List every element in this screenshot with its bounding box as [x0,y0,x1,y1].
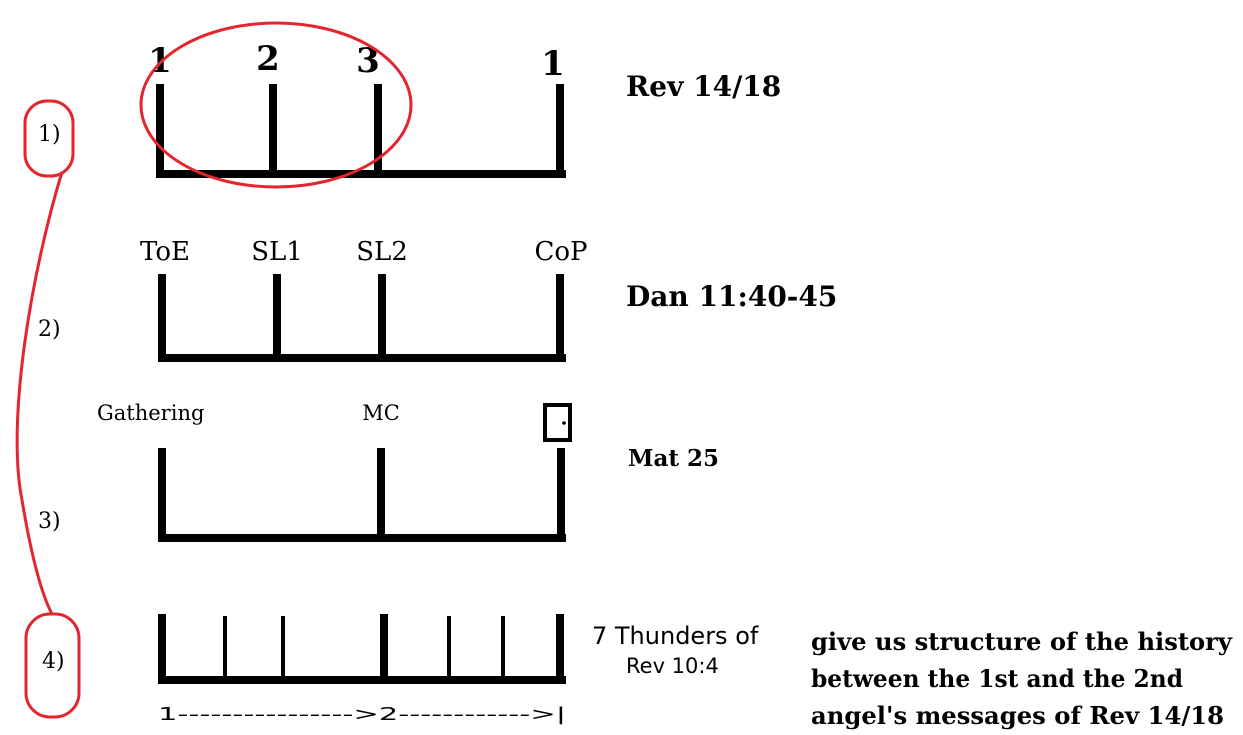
highlight-connector [15,171,64,615]
timeline-2-reference: Dan 11:40-45 [626,280,837,313]
timeline-2 [158,274,566,362]
timeline-3 [158,448,566,542]
timeline-1-number: 1) [38,122,61,147]
note-line-3: angel's messages of Rev 14/18 [811,701,1224,730]
timeline-4-axis-text: 1---------------->2------------>| [158,704,566,725]
timeline-2-label-sl1: SL1 [251,237,303,267]
timeline-3-label-mc: MC [362,401,400,425]
timeline-2-label-toe: ToE [140,237,190,267]
highlight-ellipse [139,21,413,189]
timeline-3-reference: Mat 25 [628,445,719,472]
timeline-2-label-sl2: SL2 [356,237,408,267]
door-icon [543,403,572,442]
timeline-4 [158,614,566,684]
timeline-4-reference-line-2: Rev 10:4 [626,654,719,678]
note: give us structure of the history between… [811,627,1233,730]
timeline-1-label-2: 2 [256,39,280,79]
highlight-capsule-4 [24,612,81,719]
timeline-2-number: 2) [38,317,61,342]
note-line-1: give us structure of the history [811,627,1233,656]
timeline-1-label-3: 3 [356,41,380,81]
timeline-3-number: 3) [38,509,61,534]
timeline-4-number: 4) [42,649,65,674]
timeline-2-label-cop: CoP [534,237,587,267]
timeline-4-reference-line-1: 7 Thunders of [592,622,759,650]
timeline-1 [156,84,566,178]
timeline-1-reference: Rev 14/18 [626,70,781,103]
timeline-3-label-gathering: Gathering [97,401,204,425]
note-line-2: between the 1st and the 2nd [811,664,1183,693]
timeline-1-label-4: 1 [541,44,565,84]
highlight-capsule-1 [23,99,75,178]
